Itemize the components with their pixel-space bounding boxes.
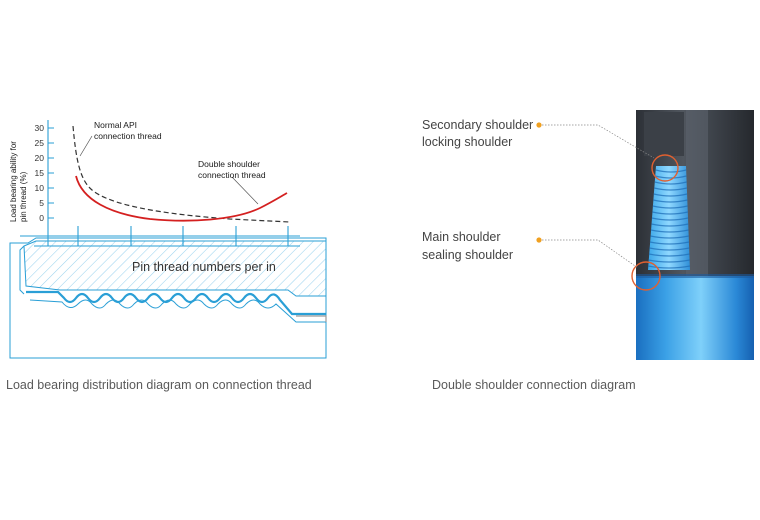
load-distribution-diagram: 30 25 20 15 10 5 0 Load bearing ability for pi… [9,120,327,359]
thread-groove [655,175,687,179]
thread-groove [654,181,687,185]
thread-profile-inner [29,299,326,323]
pin-nose [644,112,684,156]
thread-groove [653,199,688,203]
thread-groove [647,265,691,269]
secondary-leader [542,124,655,159]
normal-api-curve [72,125,291,223]
thread-groove [650,235,689,239]
pipe-body [636,276,754,360]
box-highlight [686,110,708,280]
right-caption: Double shoulder connection diagram [432,378,636,392]
main-shoulder-highlight [631,261,661,291]
thread-groove [649,247,690,251]
thread-groove [653,193,688,197]
left-caption: Load bearing distribution diagram on con… [6,378,312,392]
x-axis-ticks [77,226,289,246]
secondary-shoulder-label: Secondary shoulder locking shoulder [422,118,537,149]
pipe-top-edge [636,274,754,278]
thread-groove [648,253,690,257]
normal-label-leader [79,135,93,157]
main-shoulder-label: Main shoulder sealing shoulder [422,230,513,262]
thread-groove [650,229,689,233]
secondary-bullet [536,122,542,128]
thread-groove [649,241,690,245]
thread-groove [651,223,689,227]
y-tick-label: 25 [35,138,45,148]
thread-grooves [647,169,691,269]
thread-profile [26,290,326,316]
double-shoulder-curve [75,175,288,222]
y-tick-label: 5 [39,198,44,208]
y-axis-ticks: 30 25 20 15 10 5 0 [35,123,54,223]
double-shoulder-label: Double shoulder connection thread [198,159,266,180]
thread-groove [654,187,688,191]
normal-api-label: Normal API connection thread [94,120,162,141]
thread-groove [648,259,690,263]
pin-left-edge [19,245,25,295]
double-label-leader [231,176,259,205]
main-bullet [536,237,542,243]
thread-groove [652,205,688,209]
y-tick-label: 30 [35,123,45,133]
thread-groove [651,217,689,221]
y-tick-label: 15 [35,168,45,178]
thread-groove [655,169,687,173]
y-axis-label: Load bearing ability for pin thread (%) [9,139,28,222]
band-label: Pin thread numbers per in [132,260,276,274]
pin-outline [9,237,327,359]
pin-end-step [296,315,327,322]
pin-hatched-band [23,240,327,297]
thread-groove [652,211,688,215]
secondary-shoulder-highlight [651,154,679,182]
y-tick-label: 20 [35,153,45,163]
y-tick-label: 10 [35,183,45,193]
double-shoulder-diagram: Secondary shoulder locking shoulder Main… [422,110,754,360]
main-leader [542,239,639,269]
y-tick-label: 0 [39,213,44,223]
